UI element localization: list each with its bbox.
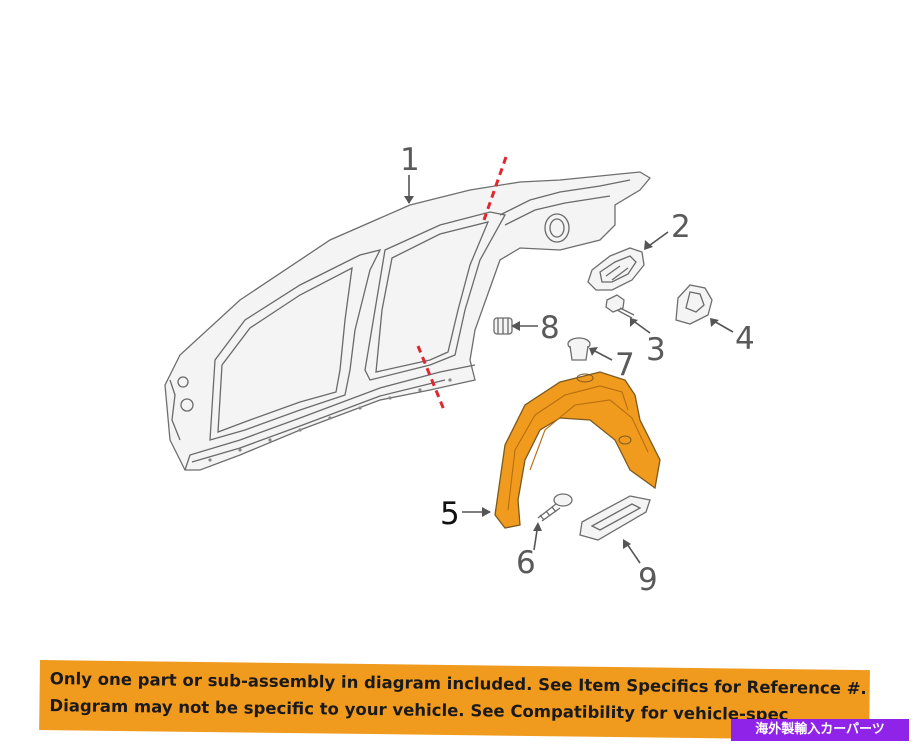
bolt-part-3	[605, 294, 635, 319]
callout-3: 3	[646, 332, 666, 368]
callout-9: 9	[638, 562, 658, 598]
disclaimer-line-1: Only one part or sub-assembly in diagram…	[49, 669, 867, 699]
callout-2: 2	[671, 209, 691, 245]
bracket-part-4	[675, 284, 713, 325]
callout-6: 6	[516, 545, 536, 581]
callout-7: 7	[615, 347, 635, 383]
disclaimer-line-2: Diagram may not be specific to your vehi…	[49, 696, 789, 725]
callout-1: 1	[400, 142, 420, 178]
body-side-panel	[164, 171, 651, 471]
callout-5: 5	[440, 496, 460, 532]
rocker-holes	[208, 378, 452, 462]
wheelhouse-liner-part-5	[494, 371, 661, 529]
callout-4: 4	[735, 321, 755, 357]
grommet-part-8	[493, 317, 513, 335]
fuel-door-housing	[587, 247, 645, 291]
plug-part-7	[567, 337, 591, 361]
callout-8: 8	[540, 310, 560, 346]
screw-part-6	[537, 493, 573, 522]
vent-plate-part-9	[579, 495, 651, 541]
import-badge: 海外製輸入カーパーツ	[731, 719, 909, 741]
callout-arrows	[404, 175, 734, 564]
